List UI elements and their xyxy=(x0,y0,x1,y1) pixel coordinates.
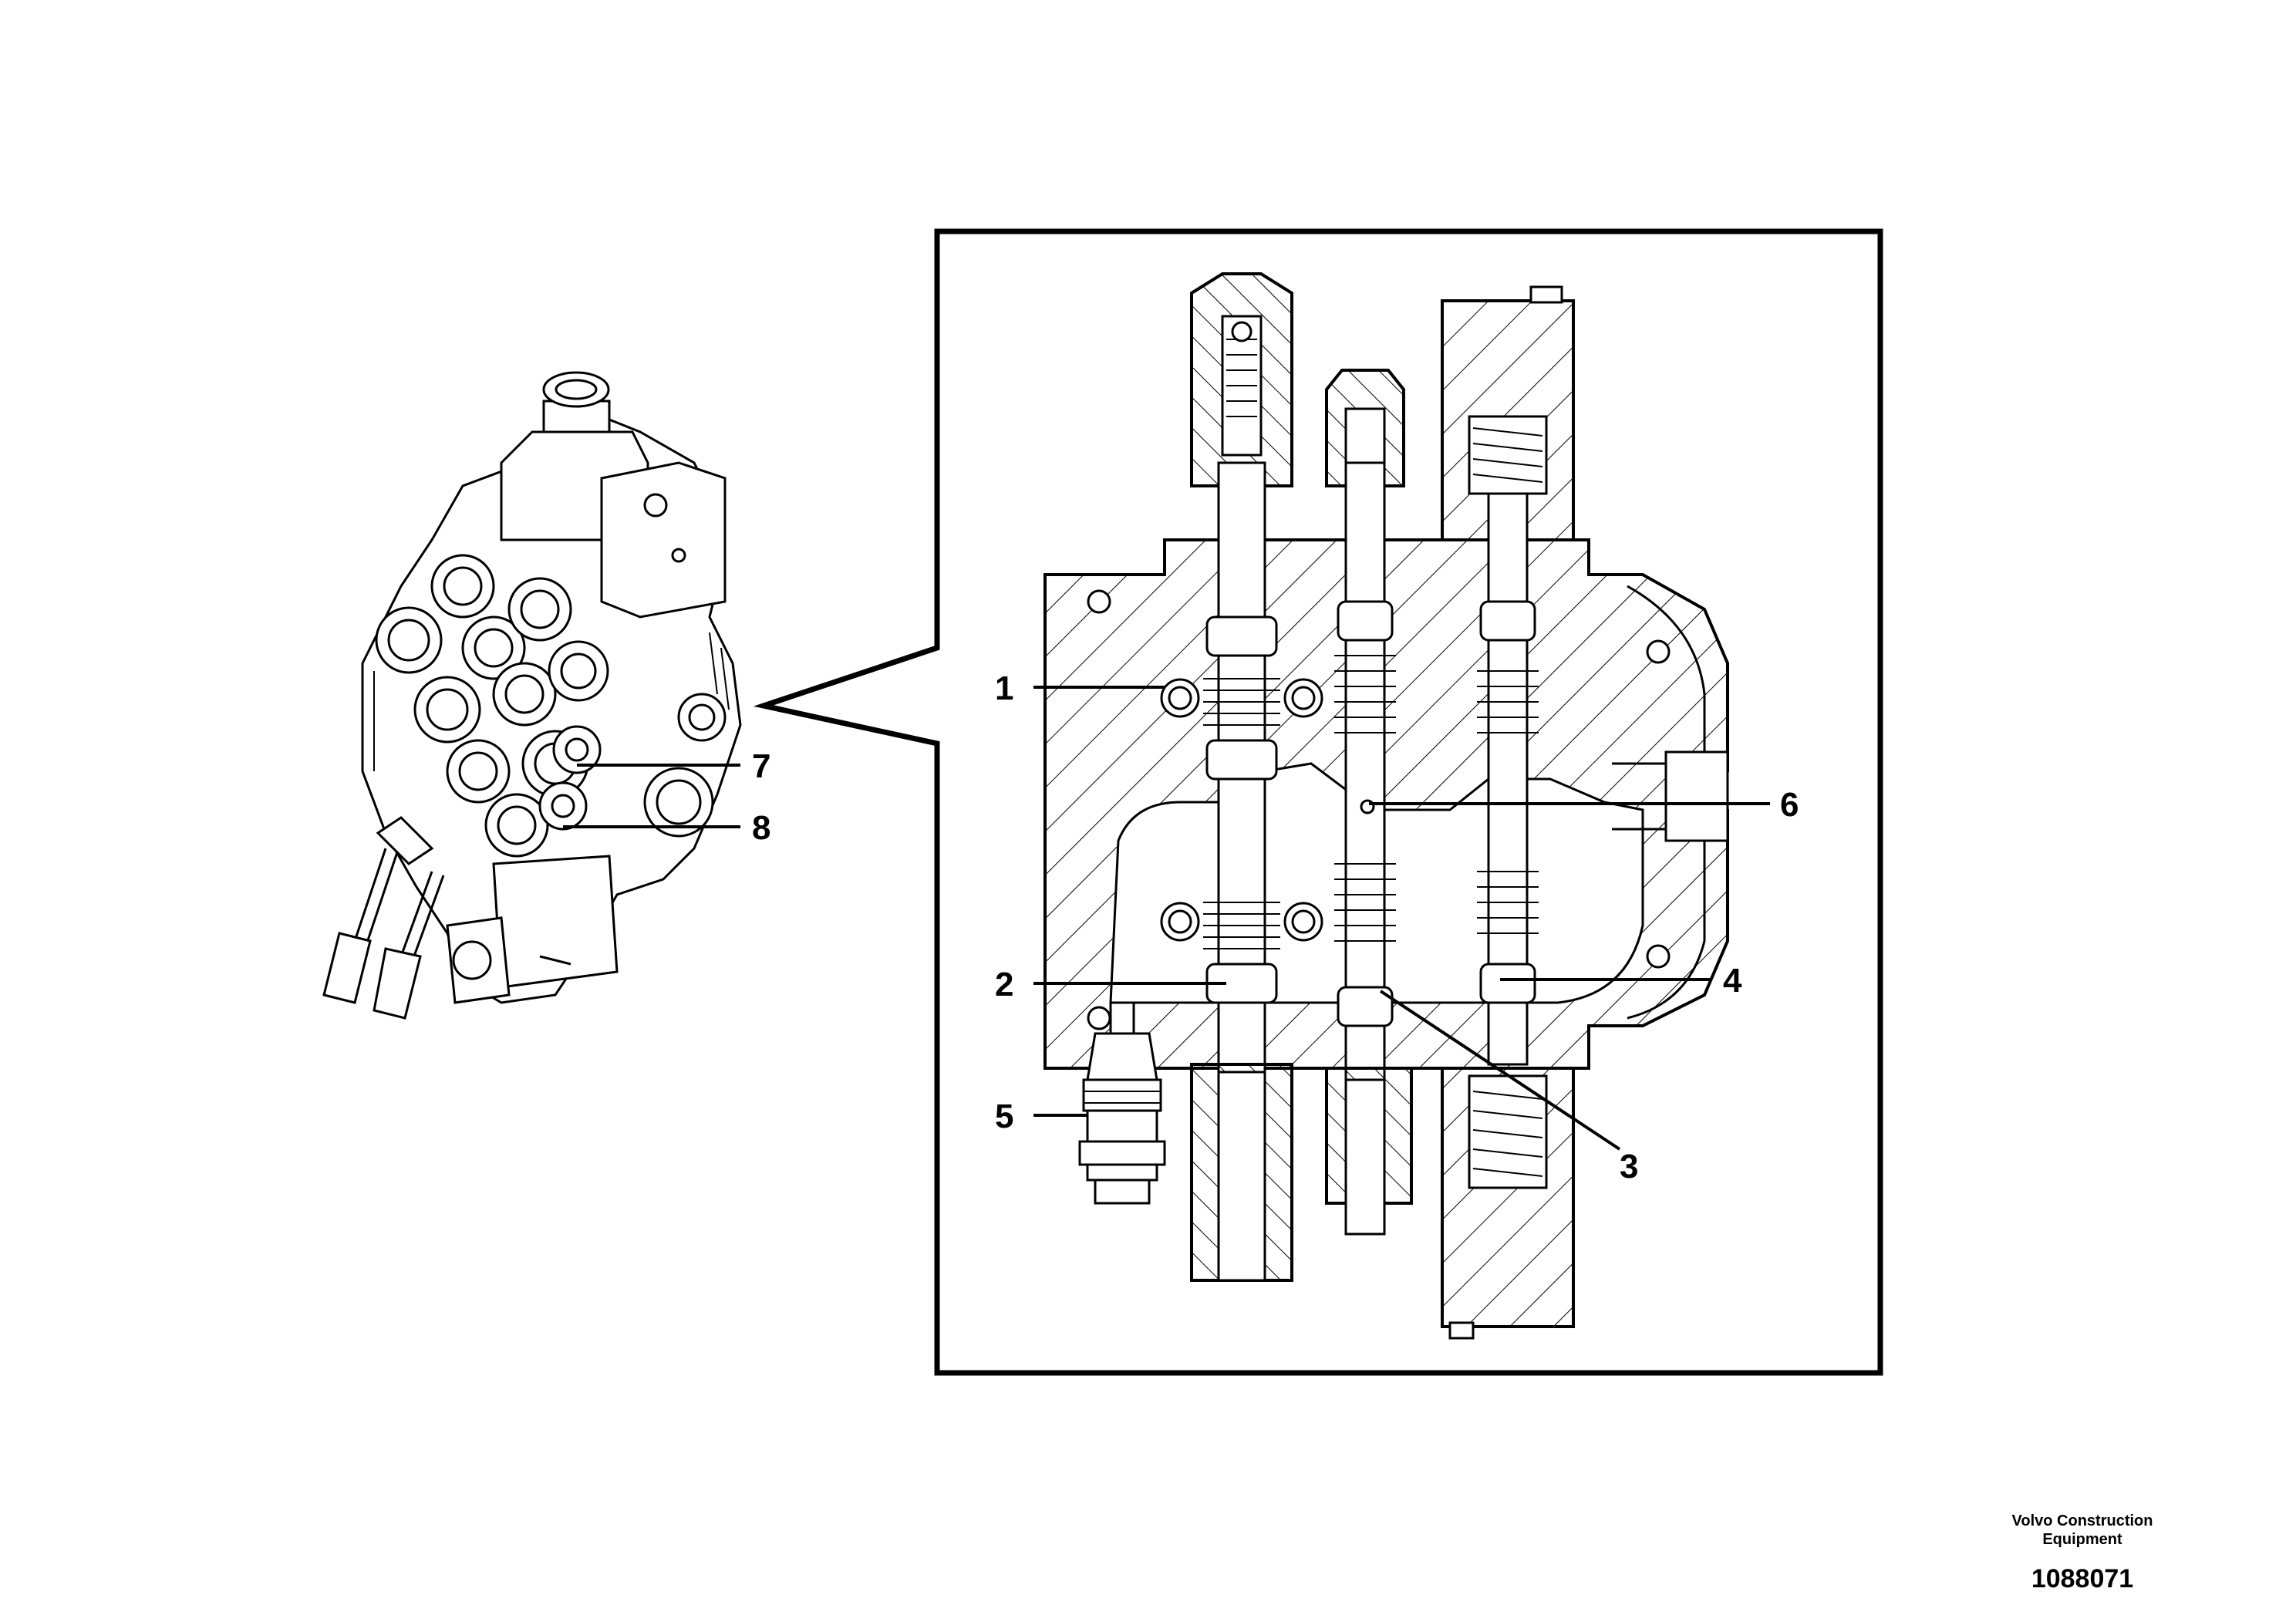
port-fittings xyxy=(375,554,727,858)
document-number: 1088071 xyxy=(2031,1564,2134,1593)
valve-cross-section xyxy=(1043,272,1729,1340)
callout-8: 8 xyxy=(563,809,770,847)
callout-label-1: 1 xyxy=(995,669,1013,707)
callout-label-5: 5 xyxy=(995,1098,1013,1135)
valve-assembly-illustration xyxy=(322,371,742,1020)
callout-7: 7 xyxy=(577,747,770,785)
spool-left xyxy=(1190,461,1293,1282)
callout-5: 5 xyxy=(995,1098,1087,1135)
callout-4: 4 xyxy=(1500,962,1742,1000)
callout-label-4: 4 xyxy=(1723,962,1742,1000)
callout-label-8: 8 xyxy=(752,809,770,847)
brand-line-1: Volvo Construction xyxy=(2011,1512,2153,1529)
callout-2: 2 xyxy=(995,966,1226,1003)
brand-name: Volvo Construction Equipment xyxy=(1974,1512,2190,1549)
brand-line-2: Equipment xyxy=(2042,1531,2122,1548)
callout-label-6: 6 xyxy=(1780,786,1799,824)
spool-middle xyxy=(1325,461,1413,1236)
detail-view-frame xyxy=(753,228,1883,1376)
callout-label-3: 3 xyxy=(1620,1148,1638,1185)
callout-6: 6 xyxy=(1369,786,1799,824)
spool-right xyxy=(1441,492,1575,1340)
relief-valve xyxy=(1078,1001,1166,1205)
callout-3: 3 xyxy=(1379,990,1638,1185)
callout-label-7: 7 xyxy=(752,747,770,785)
solenoid-cables xyxy=(322,816,445,1020)
callout-1: 1 xyxy=(995,669,1165,707)
callout-label-2: 2 xyxy=(995,966,1013,1003)
